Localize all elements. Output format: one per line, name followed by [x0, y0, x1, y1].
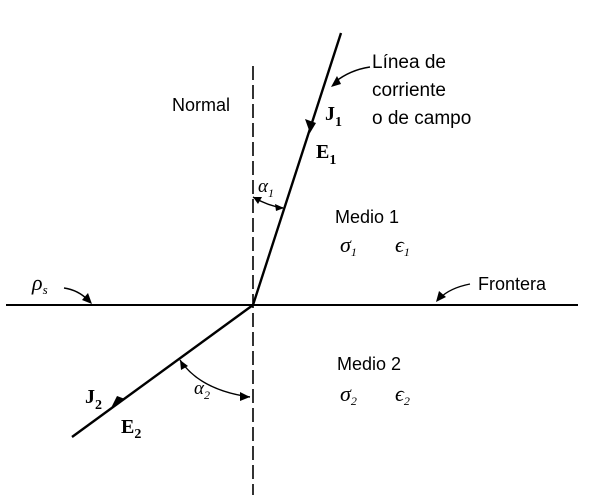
- rho-s-sub: s: [43, 282, 48, 297]
- alpha1-label: α1: [258, 176, 274, 200]
- j2-sub: 2: [95, 398, 102, 413]
- streamline-medium-1: [251, 32, 343, 306]
- angle-arc-alpha-2: [179, 359, 251, 398]
- sigma2-letter: σ: [340, 381, 352, 406]
- angle-arc-alpha-2-arrow: [240, 392, 250, 401]
- alpha2-sub: 2: [204, 388, 210, 402]
- streamline-leader-arrow: [331, 76, 341, 87]
- streamline-label-line-1: Línea de: [372, 52, 446, 73]
- e2-sub: 2: [134, 427, 141, 442]
- e2-letter: E: [121, 416, 134, 438]
- angle-arc-alpha-2-arrow-start: [180, 360, 188, 370]
- arrow-medium-2: [110, 396, 125, 410]
- j1-label: J1: [325, 103, 342, 130]
- angle-arc-alpha-1-arrow: [253, 197, 262, 204]
- alpha2-letter: α: [194, 378, 205, 399]
- alpha1-sub: 1: [268, 186, 274, 200]
- j1-letter: J: [325, 103, 335, 125]
- streamline-label-line-3: o de campo: [372, 108, 471, 129]
- medium-1-label: Medio 1: [335, 207, 399, 227]
- angle-arc-alpha-1-arrow-end: [275, 204, 284, 211]
- eps2-letter: ϵ: [395, 381, 405, 406]
- rho-s-leader-arrow: [82, 293, 92, 304]
- streamline-leader: [334, 66, 371, 83]
- sigma2-label: σ2: [340, 381, 357, 408]
- eps1-sub: 1: [404, 245, 410, 259]
- rho-s-letter: ρ: [31, 270, 43, 295]
- normal-label: Normal: [172, 95, 230, 115]
- sigma1-sub: 1: [351, 245, 357, 259]
- j2-letter: J: [85, 386, 95, 408]
- boundary-leader-arrow: [436, 291, 446, 302]
- streamline-medium-2: [71, 304, 254, 438]
- medium-2-label: Medio 2: [337, 354, 401, 374]
- eps1-label: ϵ1: [395, 232, 410, 259]
- e1-letter: E: [316, 141, 329, 163]
- alpha1-letter: α: [258, 176, 269, 197]
- sigma1-letter: σ: [340, 232, 352, 257]
- boundary-label: Frontera: [478, 274, 547, 294]
- eps2-label: ϵ2: [395, 381, 410, 408]
- eps1-letter: ϵ: [395, 232, 405, 257]
- rho-s-label: ρs: [31, 270, 48, 297]
- e2-label: E2: [121, 416, 141, 442]
- e1-label: E1: [316, 141, 336, 168]
- sigma2-sub: 2: [351, 394, 357, 408]
- sigma1-label: σ1: [340, 232, 357, 259]
- streamline-label: Línea de corriente o de campo: [372, 52, 471, 129]
- j2-label: J2: [85, 386, 102, 413]
- alpha2-label: α2: [194, 378, 210, 402]
- eps2-sub: 2: [404, 394, 410, 408]
- j1-sub: 1: [335, 115, 342, 130]
- e1-sub: 1: [329, 153, 336, 168]
- streamline-label-line-2: corriente: [372, 80, 446, 101]
- arrow-medium-1: [305, 119, 316, 133]
